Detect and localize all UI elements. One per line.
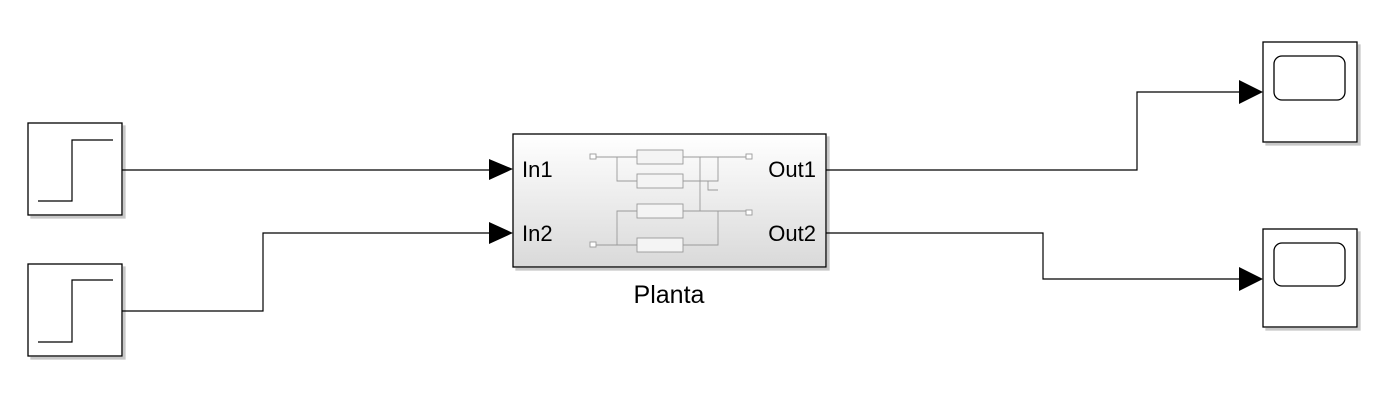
scope-block-2[interactable] [1239,228,1358,328]
scope-input-arrow-1 [1239,80,1263,104]
scope-screen-icon [1273,55,1346,101]
subsystem-name-label: Planta [634,281,705,309]
outport-label-out2: Out2 [768,221,816,246]
step-signal-icon [38,139,113,202]
signal-line-step2-to-in2[interactable] [122,232,489,312]
step-block-2[interactable] [27,263,123,357]
inport-label-in1: In1 [522,157,553,182]
subsystem-planta[interactable]: In1 In2 Out1 Out2 Planta [489,133,827,309]
scope-block-1[interactable] [1239,41,1358,143]
step-signal-icon [38,279,113,343]
scope-screen-icon [1273,242,1346,287]
subsystem-preview-icon [589,149,753,253]
scope-input-arrow-2 [1239,267,1263,291]
inport-label-in2: In2 [522,221,553,246]
signal-line-out2-to-scope2[interactable] [826,232,1239,280]
outport-label-out1: Out1 [768,157,816,182]
step-block-1[interactable] [27,122,123,216]
inport-arrow-in2 [489,222,513,244]
inport-arrow-in1 [489,159,513,180]
signal-line-out1-to-scope1[interactable] [826,91,1239,171]
